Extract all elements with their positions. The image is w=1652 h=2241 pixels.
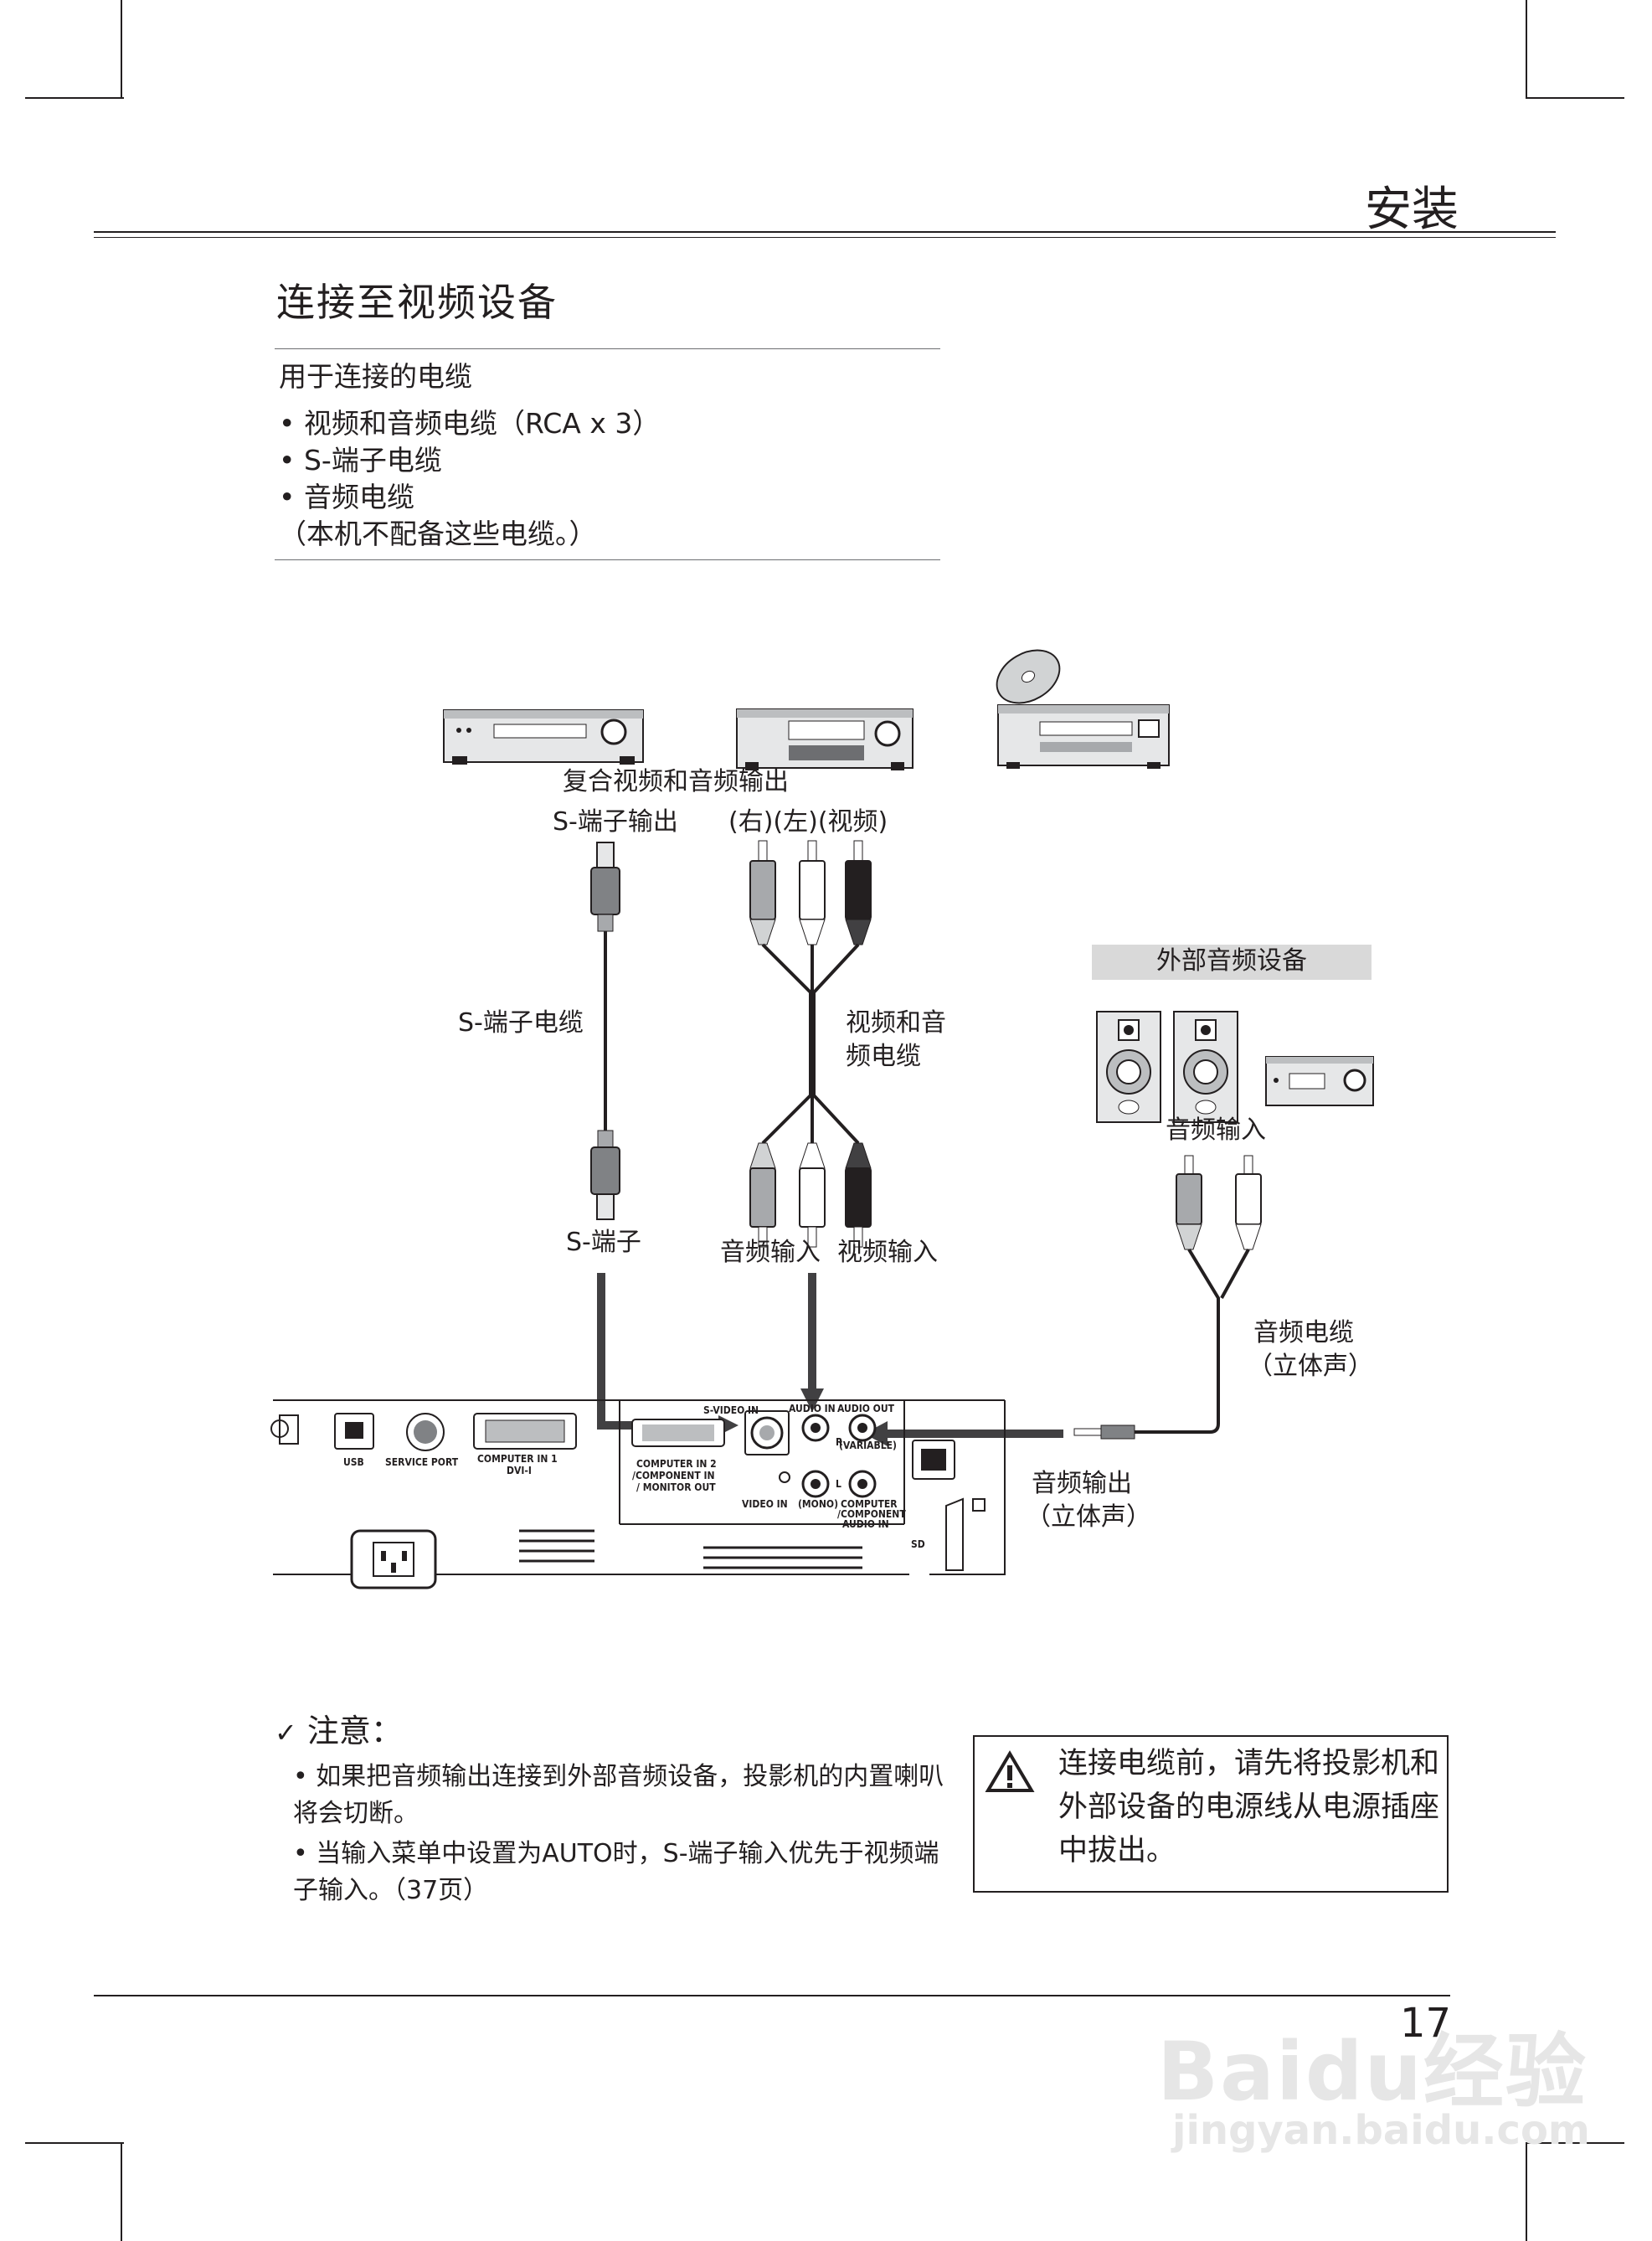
cable-item: S-端子电缆 bbox=[303, 444, 442, 477]
arrow-audio-out bbox=[864, 1421, 1063, 1446]
warning-box: 连接电缆前，请先将投影机和外部设备的电源线从电源插座中拔出。 bbox=[973, 1735, 1449, 1893]
crop-mark bbox=[1526, 0, 1527, 99]
port-dvi: DVI-I bbox=[507, 1465, 532, 1476]
dvd-player-device-icon bbox=[996, 649, 1170, 769]
rca-av-cable bbox=[749, 840, 872, 1248]
page-header-title: 安装 bbox=[1365, 183, 1459, 237]
external-audio-banner: 外部音频设备 bbox=[1092, 945, 1372, 980]
cables-bottom-rule bbox=[275, 559, 940, 560]
note-item-text: 如果把音频输出连接到外部音频设备，投影机的内置喇叭将会切断。 bbox=[293, 1762, 944, 1828]
label-audio-cable: 音频电缆 bbox=[1253, 1318, 1354, 1347]
label-av-cable: 视频和音 bbox=[846, 1008, 946, 1038]
video-player-device-icon bbox=[736, 708, 913, 770]
label-rca-out: (右)(左)(视频) bbox=[728, 807, 888, 837]
cable-item: 视频和音频电缆（RCA x 3） bbox=[303, 407, 661, 440]
note-item: • 当输入菜单中设置为AUTO时，S-端子输入优先于视频端子输入。（37页） bbox=[293, 1839, 939, 1905]
port-comp-audio: AUDIO IN bbox=[842, 1518, 889, 1530]
crop-mark bbox=[121, 0, 122, 99]
port-component-in: /COMPONENT IN bbox=[632, 1470, 715, 1481]
connection-diagram: USB SERVICE PORT COMPUTER IN 1 DVI-I COM… bbox=[270, 649, 1374, 1589]
cables-footnote: （本机不配备这些电缆。） bbox=[279, 518, 597, 550]
arrow-audio-video-in bbox=[800, 1273, 824, 1412]
footer-rule bbox=[94, 1995, 1450, 1996]
list-item: • 视频和音频电缆（RCA x 3） bbox=[279, 407, 661, 440]
crop-mark bbox=[1526, 2142, 1624, 2144]
warning-triangle-icon bbox=[985, 1750, 1035, 1792]
port-comp-audio: /COMPONENT bbox=[837, 1508, 906, 1520]
section-title: 连接至视频设备 bbox=[276, 280, 558, 325]
label-av-cable: 频电缆 bbox=[846, 1042, 921, 1071]
label-svideo-cable: S-端子电缆 bbox=[458, 1008, 584, 1038]
note-title: ✓ 注意： bbox=[275, 1705, 403, 1751]
crop-mark bbox=[1526, 97, 1624, 99]
port-monitor-out: / MONITOR OUT bbox=[636, 1481, 716, 1493]
audio-cable bbox=[1073, 1155, 1262, 1440]
label-svideo-out: S-端子输出 bbox=[553, 807, 678, 837]
port-usb: USB bbox=[343, 1456, 364, 1468]
checkmark-icon: ✓ bbox=[275, 1717, 297, 1749]
page-number: 17 bbox=[1400, 2000, 1452, 2047]
header-rule bbox=[94, 231, 1556, 233]
port-audio-out: AUDIO OUT bbox=[837, 1403, 895, 1414]
warning-text: 连接电缆前，请先将投影机和外部设备的电源线从电源插座中拔出。 bbox=[1058, 1747, 1440, 1868]
note-item: • 如果把音频输出连接到外部音频设备，投影机的内置喇叭将会切断。 bbox=[293, 1762, 944, 1828]
label-audio-out: （立体声） bbox=[1026, 1502, 1151, 1532]
label-video-in: 视频输入 bbox=[837, 1238, 938, 1267]
port-computer-in2: COMPUTER IN 2 bbox=[636, 1458, 717, 1470]
port-sd: SD bbox=[911, 1538, 925, 1550]
label-ext-audio-in: 音频输入 bbox=[1166, 1115, 1266, 1145]
label-audio-cable: （立体声） bbox=[1248, 1352, 1373, 1381]
list-item: • S-端子电缆 bbox=[279, 444, 442, 477]
projector-rear-panel: USB SERVICE PORT COMPUTER IN 1 DVI-I COM… bbox=[270, 1399, 1006, 1589]
port-service: SERVICE PORT bbox=[385, 1456, 459, 1468]
crop-mark bbox=[25, 2142, 124, 2144]
crop-mark bbox=[1526, 2142, 1527, 2241]
list-item: • 音频电缆 bbox=[279, 481, 414, 513]
port-mono: (MONO) bbox=[798, 1498, 838, 1510]
cables-top-rule bbox=[275, 348, 940, 349]
label-audio-in: 音频输入 bbox=[720, 1238, 821, 1267]
port-svideo-in: S-VIDEO IN bbox=[703, 1404, 759, 1416]
svideo-cable bbox=[590, 842, 620, 1220]
watermark-url: jingyan.baidu.com bbox=[1172, 2107, 1590, 2154]
speaker-icon bbox=[1096, 1011, 1161, 1123]
port-r: R bbox=[836, 1436, 843, 1448]
crop-mark bbox=[121, 2142, 122, 2241]
note-item-text: 当输入菜单中设置为AUTO时，S-端子输入优先于视频端子输入。（37页） bbox=[293, 1839, 939, 1905]
label-svideo-terminal: S-端子 bbox=[566, 1228, 641, 1257]
speaker-icon bbox=[1173, 1011, 1238, 1123]
header-rule-thin bbox=[94, 237, 1556, 238]
crop-mark bbox=[25, 97, 124, 99]
label-audio-out: 音频输出 bbox=[1032, 1469, 1132, 1498]
watermark-brand: Baidu经验 bbox=[1157, 2025, 1588, 2119]
port-variable: (VARIABLE) bbox=[839, 1440, 897, 1451]
port-l: L bbox=[836, 1478, 841, 1490]
port-comp-audio: COMPUTER bbox=[841, 1498, 898, 1510]
label-composite-out: 复合视频和音频输出 bbox=[563, 767, 789, 796]
port-audio-in: AUDIO IN bbox=[789, 1403, 836, 1414]
port-video-in: VIDEO IN bbox=[742, 1498, 788, 1510]
amplifier-icon bbox=[1265, 1056, 1374, 1106]
vcr-device-icon bbox=[443, 709, 644, 765]
cable-item: 音频电缆 bbox=[303, 481, 414, 513]
note-title-text: 注意： bbox=[306, 1713, 403, 1749]
cables-list: • 视频和音频电缆（RCA x 3） • S-端子电缆 • 音频电缆 bbox=[279, 405, 660, 516]
port-computer-in1: COMPUTER IN 1 bbox=[477, 1453, 558, 1465]
cables-heading: 用于连接的电缆 bbox=[279, 360, 472, 393]
